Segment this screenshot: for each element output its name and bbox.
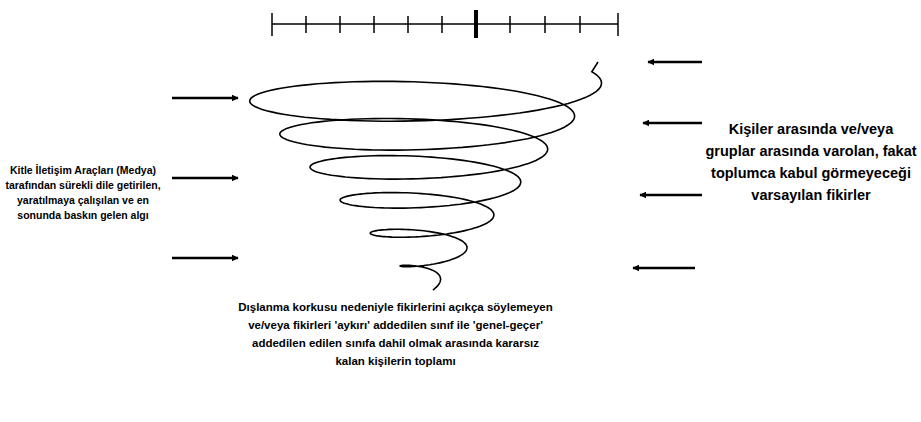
media-arrows (172, 98, 238, 258)
media-label: Kitle İletişim Araçları (Medya) tarafınd… (2, 163, 164, 223)
opinion-scale (272, 10, 618, 38)
opinion-arrows (633, 62, 702, 268)
opinion-label: Kişiler arasında ve/veya gruplar arasınd… (705, 118, 917, 206)
spiral-funnel (250, 62, 602, 290)
silent-group-label: Dışlanma korkusu nedeniyle fikirlerini a… (238, 298, 553, 370)
